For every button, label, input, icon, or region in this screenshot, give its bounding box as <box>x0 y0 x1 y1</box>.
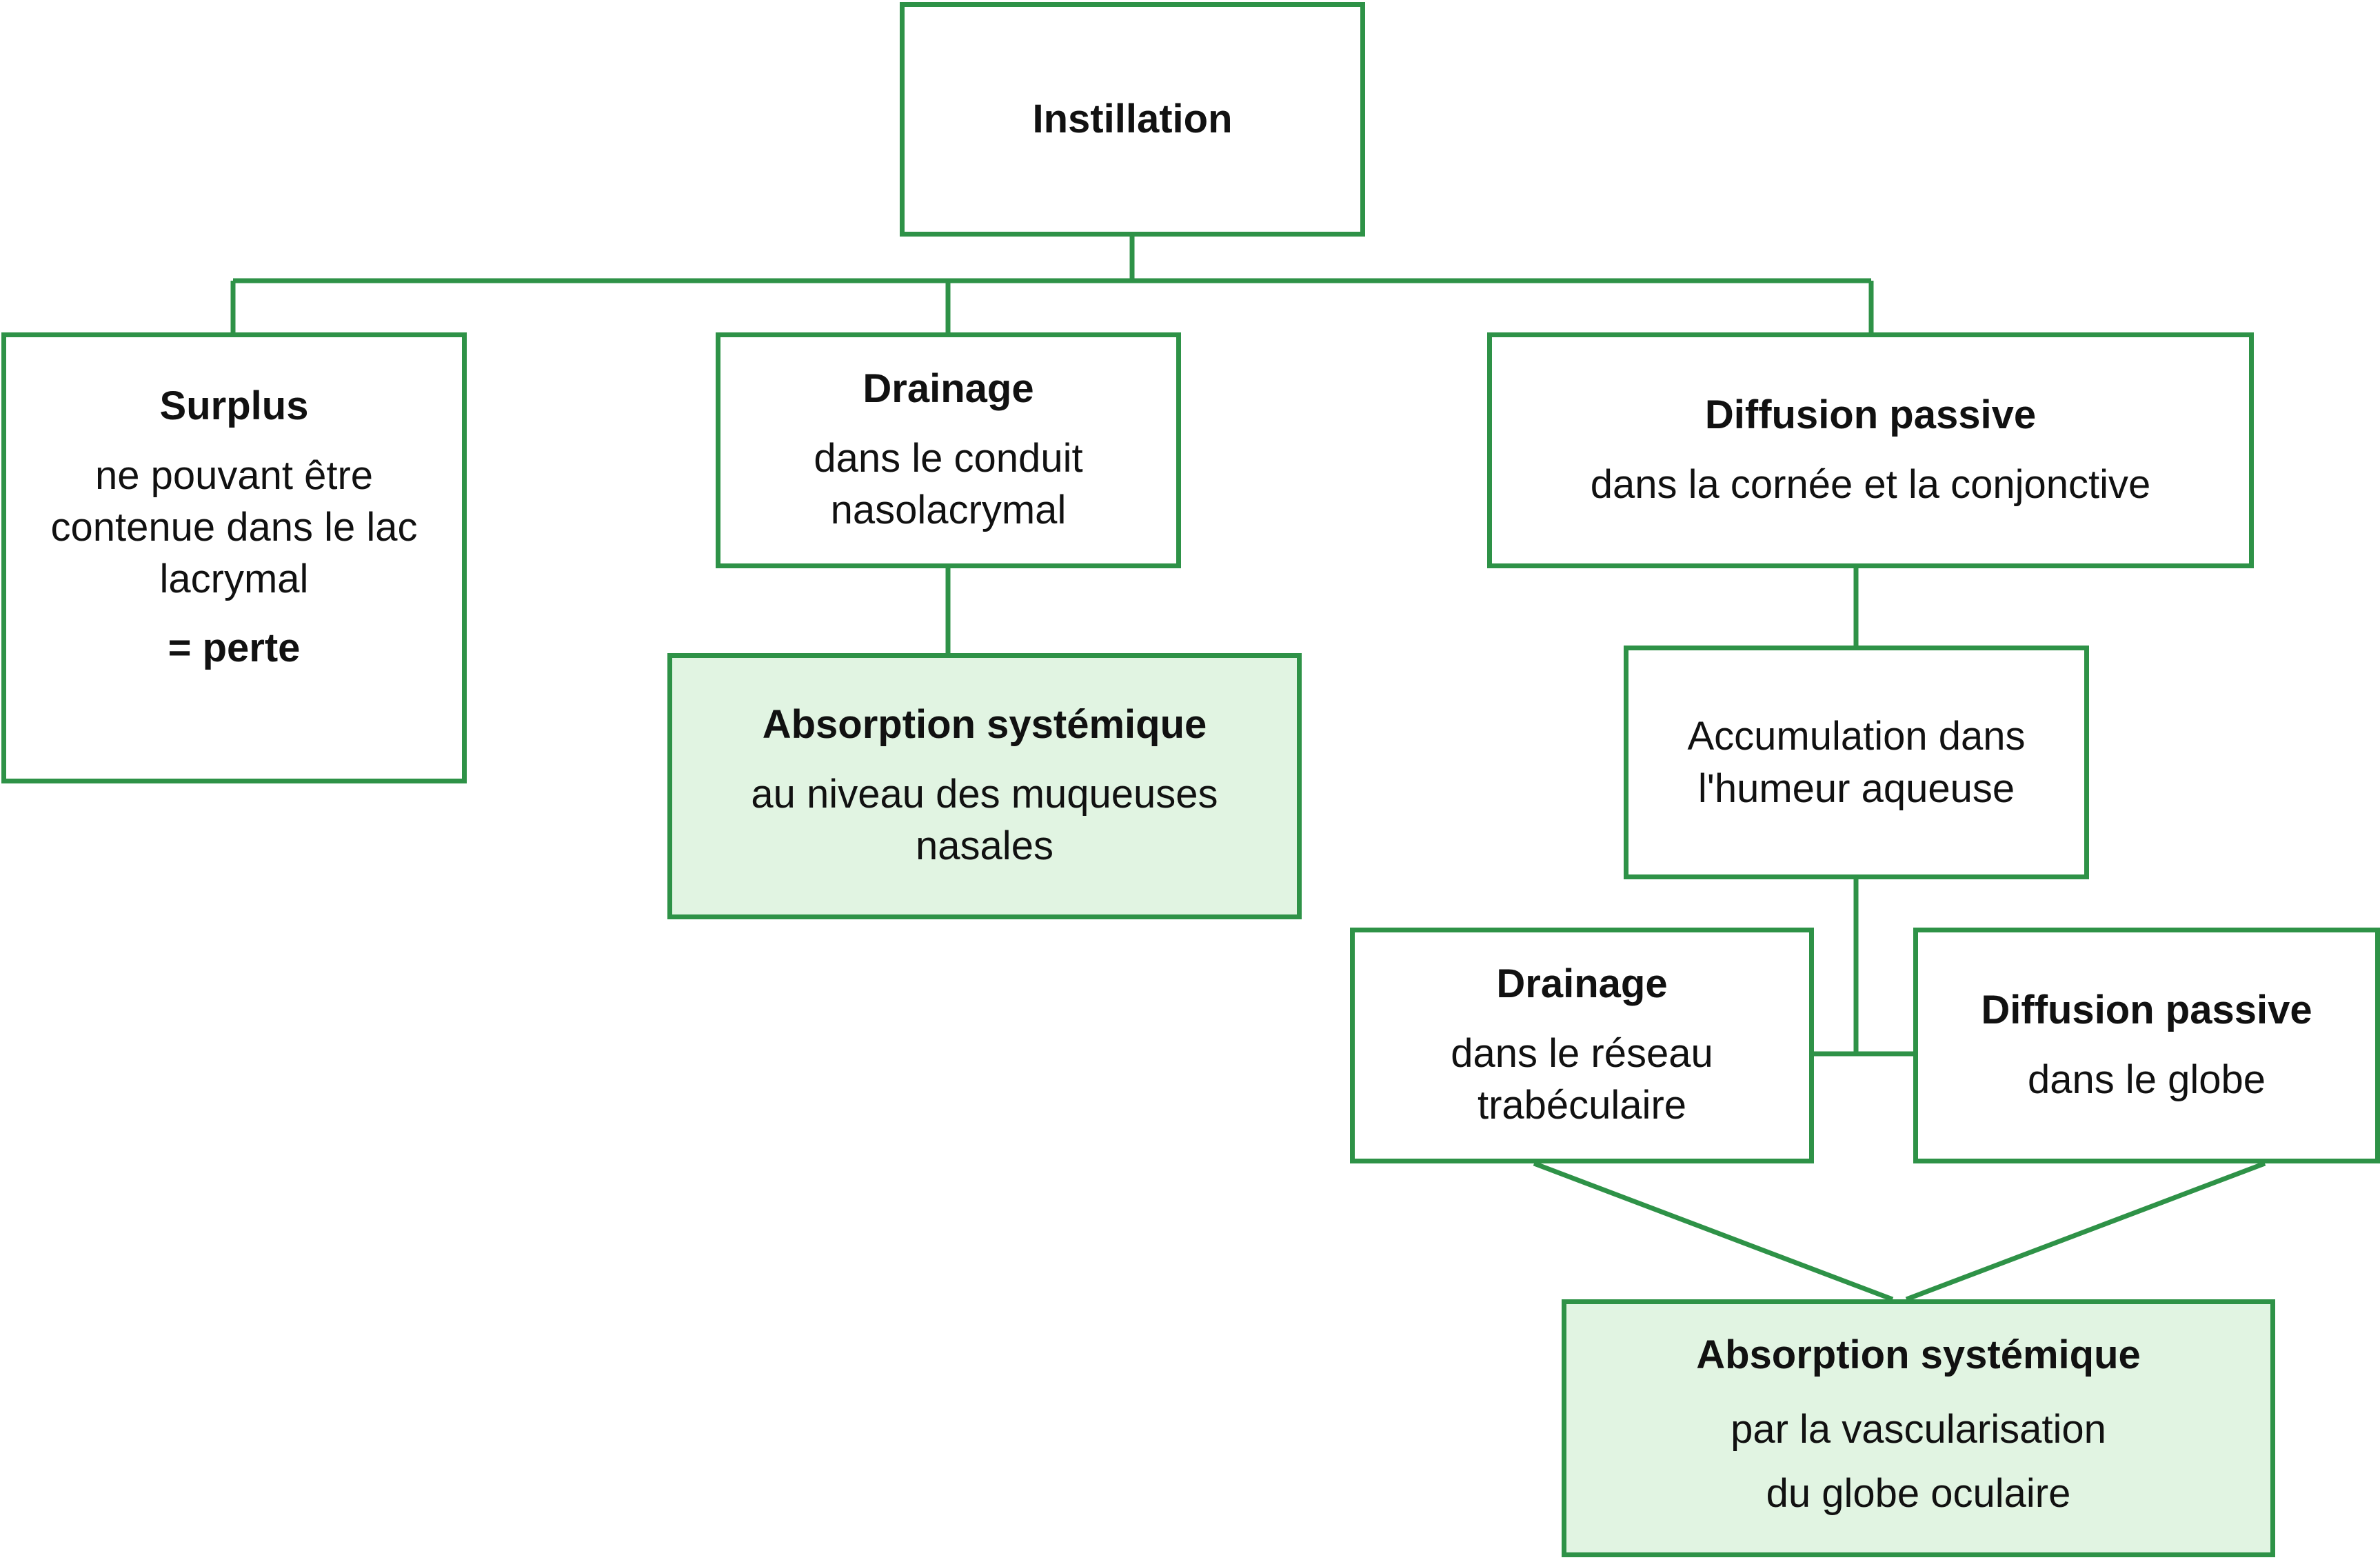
node-drainage-trabecular: Drainage dans le réseau trabéculaire <box>1350 928 1814 1163</box>
node-body: Accumulation dans l'humeur aqueuse <box>1687 714 2026 811</box>
node-title: Surplus <box>159 383 309 428</box>
node-title: Diffusion passive <box>1981 988 2312 1033</box>
node-accumulation: Accumulation dans l'humeur aqueuse <box>1624 646 2089 879</box>
node-absorption-nasal: Absorption systémique au niveau des muqu… <box>667 653 1302 919</box>
node-title: Absorption systémique <box>762 702 1207 748</box>
node-title: Absorption systémique <box>1696 1332 2141 1377</box>
node-title: Drainage <box>1496 961 1668 1007</box>
node-body: au niveau des muqueuses nasales <box>751 771 1218 869</box>
node-footer: = perte <box>168 625 301 670</box>
node-diffusion-cornea: Diffusion passive dans la cornée et la c… <box>1487 332 2254 568</box>
node-drainage-nasal: Drainage dans le conduit nasolacrymal <box>716 332 1181 568</box>
node-title: Instillation <box>1032 96 1233 141</box>
node-instillation: Instillation <box>900 2 1365 237</box>
node-title: Drainage <box>863 366 1034 412</box>
node-diffusion-globe: Diffusion passive dans le globe <box>1913 928 2380 1163</box>
node-absorption-ocular: Absorption systémique par la vascularisa… <box>1562 1299 2275 1557</box>
node-body: ne pouvant être contenue dans le lac lac… <box>50 452 418 602</box>
node-body: dans le globe <box>2027 1057 2266 1102</box>
node-title: Diffusion passive <box>1704 392 2037 438</box>
connector-drainage-trabecular-absorption <box>1533 1161 1894 1302</box>
connector-diffusion-globe-absorption <box>1905 1161 2266 1302</box>
node-body: par la vascularisation du globe oculaire <box>1731 1407 2106 1517</box>
node-body: dans le réseau trabéculaire <box>1451 1030 1713 1128</box>
node-surplus: Surplus ne pouvant être contenue dans le… <box>1 332 467 783</box>
node-body: dans la cornée et la conjonctive <box>1590 461 2151 507</box>
node-body: dans le conduit nasolacrymal <box>814 435 1083 533</box>
